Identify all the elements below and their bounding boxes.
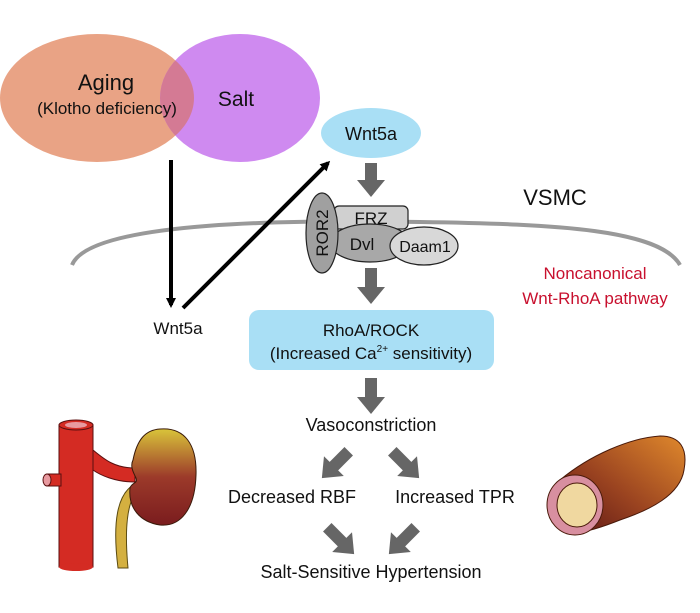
rhoa-rock-box <box>249 310 494 370</box>
kidney-aorta-icon <box>42 419 197 571</box>
daam1-label: Daam1 <box>399 239 451 256</box>
wnt5a-ligand <box>321 108 421 158</box>
gray-arrow-rbf-to-outcome <box>323 523 355 555</box>
klotho-deficiency-label: (Klotho deficiency) <box>37 99 177 118</box>
arrow-wnt5a-to-receptor <box>181 160 331 310</box>
gray-arrow-to-tpr <box>388 447 420 479</box>
aging-ellipse <box>0 34 194 162</box>
decreased-rbf-label: Decreased RBF <box>228 487 356 507</box>
wnt5a-ligand-label: Wnt5a <box>345 124 398 144</box>
wnt5a-circulating-label: Wnt5a <box>153 319 203 338</box>
frz-label: FRZ <box>354 209 387 228</box>
rhoa-rock-label: RhoA/ROCK <box>323 321 420 340</box>
vsmc-label: VSMC <box>523 185 587 210</box>
gray-arrow-rhoa-to-vasoconstriction <box>357 378 385 414</box>
pathway-label-line1: Noncanonical <box>543 264 646 283</box>
gray-arrow-ligand-to-receptor <box>357 163 385 197</box>
dvl-label: Dvl <box>350 235 375 254</box>
calcium-sensitivity-label: (Increased Ca2+ sensitivity) <box>270 344 472 363</box>
outcome-label: Salt-Sensitive Hypertension <box>260 562 481 582</box>
cell-membrane <box>70 219 682 267</box>
receptor-complex: FRZ Dvl ROR2 Daam1 <box>305 192 459 274</box>
ror2-receptor <box>305 192 339 274</box>
aging-salt-venn: Aging (Klotho deficiency) Salt <box>0 34 320 162</box>
blood-vessel-icon <box>546 435 686 536</box>
gray-arrow-to-rbf <box>321 447 353 479</box>
pathway-label-line2: Wnt-RhoA pathway <box>522 289 668 308</box>
vasoconstriction-label: Vasoconstriction <box>306 415 437 435</box>
salt-label: Salt <box>218 88 254 111</box>
increased-tpr-label: Increased TPR <box>395 487 515 507</box>
aging-label: Aging <box>78 70 134 95</box>
salt-ellipse <box>160 34 320 162</box>
daam1-protein <box>389 226 459 266</box>
gray-arrow-tpr-to-outcome <box>388 523 420 555</box>
ror2-label: ROR2 <box>313 209 332 256</box>
gray-arrow-receptor-to-rhoa <box>357 268 385 304</box>
